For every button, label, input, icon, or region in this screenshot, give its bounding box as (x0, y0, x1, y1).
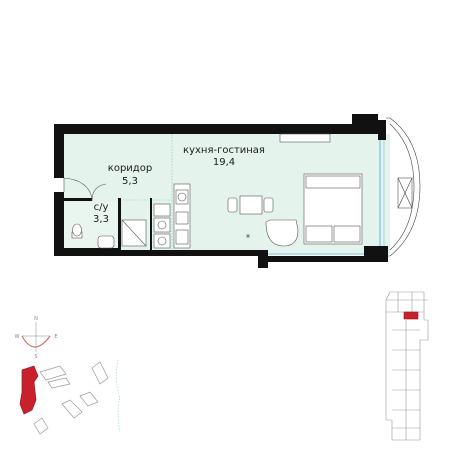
toilet-bowl (72, 223, 82, 237)
left-wall-upper (54, 124, 64, 178)
dining-set (227, 195, 274, 215)
room-area-corridor: 5,3 (122, 176, 138, 187)
compass-west: W (15, 334, 20, 340)
bottom-wall-left (54, 248, 120, 256)
bottom-wall-mid (120, 250, 260, 256)
bathroom-fixtures (71, 219, 147, 249)
entry-door (63, 177, 93, 199)
plant-icon (246, 234, 250, 238)
bathroom-right-wall (118, 198, 121, 250)
site-plan (19, 359, 121, 435)
top-wall (54, 124, 352, 134)
highlighted-apartment (403, 311, 419, 320)
compass-east: E (54, 334, 57, 340)
wardrobe-wall (150, 198, 152, 250)
bathroom-door (91, 183, 107, 202)
bed (303, 173, 363, 245)
highlighted-building (19, 365, 39, 415)
room-area-bathroom: 3,3 (93, 214, 109, 225)
bottom-wall-window-sill (268, 256, 364, 262)
right-wall-upper (378, 120, 386, 140)
room-area-living: 19,4 (213, 157, 235, 168)
partitions (64, 198, 152, 250)
balcony-bay (379, 117, 421, 257)
bottom-wall-right (258, 250, 268, 268)
wall-shelf (279, 133, 331, 143)
sink (97, 235, 115, 249)
bathroom-top-wall (64, 198, 92, 201)
right-wall-lower (364, 246, 388, 262)
top-right-wall (352, 114, 378, 134)
room-labels: кухня-гостиная 19,4 коридор 5,3 с/у 3,3 (93, 145, 265, 225)
floor-key-plan (385, 291, 429, 441)
compass-south: S (34, 354, 37, 360)
compass-icon: N S W E (15, 316, 58, 360)
compass-north: N (34, 316, 38, 322)
room-name-corridor: коридор (108, 163, 152, 174)
left-wall-lower (54, 192, 64, 256)
room-name-living: кухня-гостиная (183, 145, 265, 156)
armchair (265, 219, 299, 247)
room-dividers (120, 134, 173, 252)
room-name-bathroom: с/у (94, 202, 109, 213)
walls (54, 114, 388, 268)
kitchen-counter (173, 183, 191, 249)
utility-cabinet (153, 203, 171, 249)
